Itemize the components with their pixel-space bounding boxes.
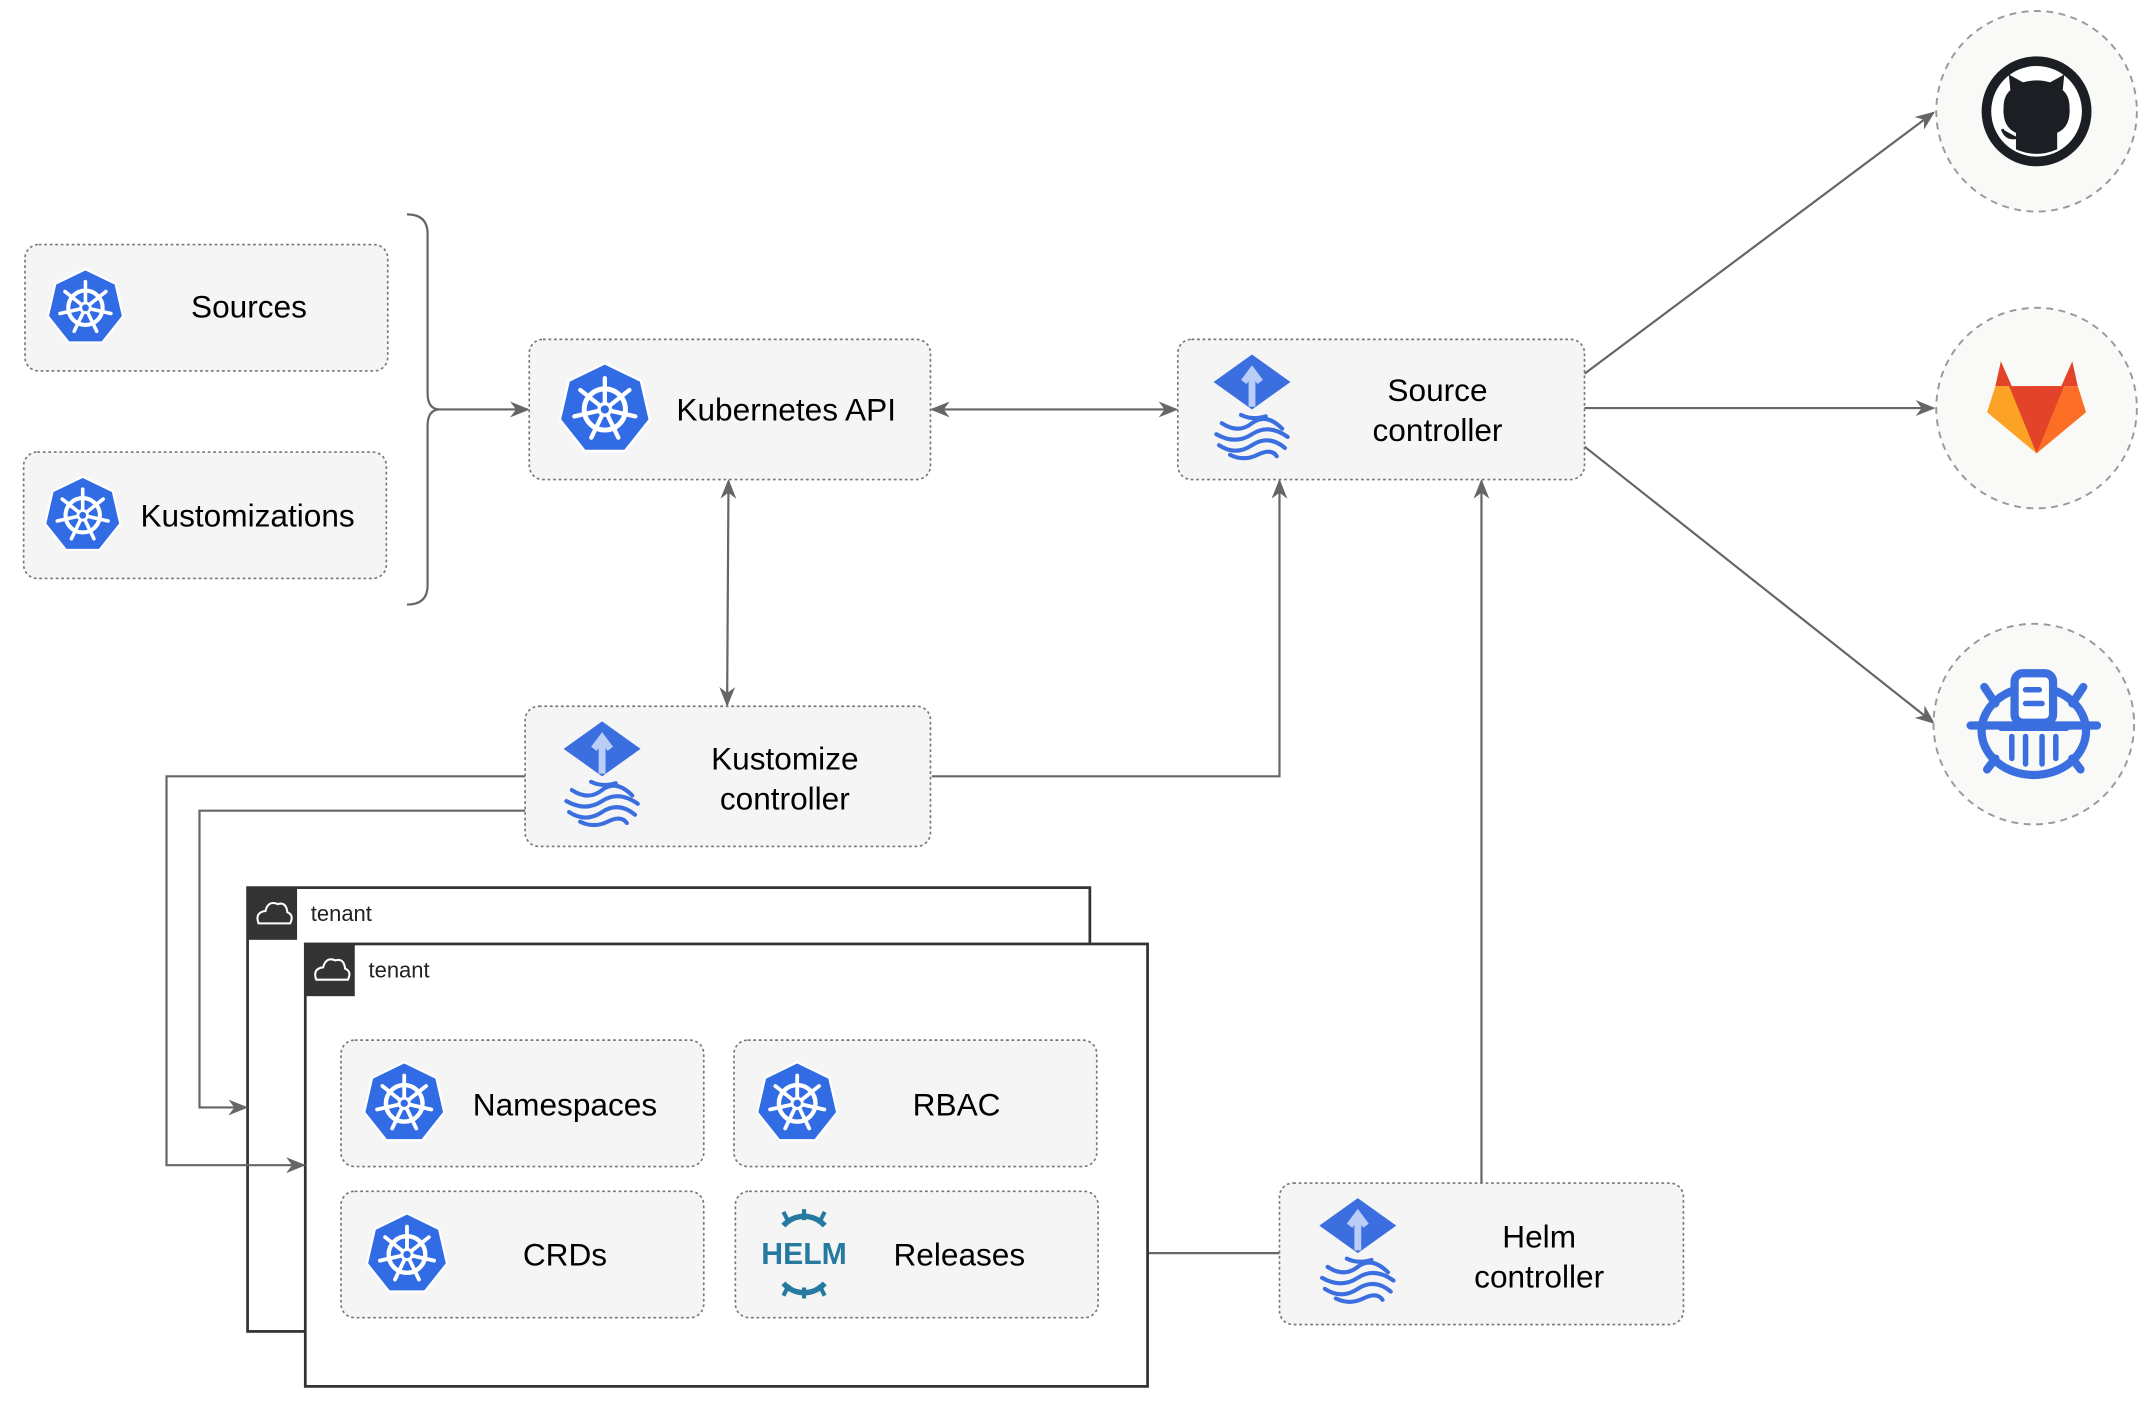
edge-source-to-bucket	[1583, 445, 1936, 724]
bucket-source[interactable]	[1932, 622, 2136, 826]
node-kustomizations[interactable]: Kustomizations	[22, 451, 388, 580]
gitlab-icon	[1987, 361, 2087, 454]
node-label: controller	[720, 780, 850, 816]
bucket-icon	[1966, 669, 2102, 780]
node-label: Helm	[1502, 1219, 1576, 1255]
edge-kustomize-to-tenant-front	[165, 775, 526, 1174]
tenant-label: tenant	[369, 958, 430, 983]
node-label: Source	[1387, 372, 1487, 408]
edges	[406, 111, 1936, 1262]
edge-kustomize-to-source	[931, 478, 1288, 778]
node-label: Kustomize	[711, 740, 858, 776]
node-source-controller[interactable]: Source controller	[1176, 338, 1586, 481]
node-kustomize-controller[interactable]: Kustomize controller	[524, 705, 932, 848]
node-label: Kubernetes API	[676, 391, 896, 427]
node-label: Kustomizations	[140, 497, 354, 533]
tenant-label: tenant	[311, 901, 372, 926]
node-label: controller	[1373, 412, 1503, 448]
github-icon	[1981, 56, 2092, 167]
node-label: RBAC	[913, 1087, 1001, 1123]
node-label: Sources	[191, 288, 307, 324]
node-label: Namespaces	[473, 1087, 657, 1123]
node-label: CRDs	[523, 1236, 607, 1272]
edge-source-to-github	[1583, 111, 1936, 375]
edge-kustomize-to-tenant-back	[198, 809, 526, 1116]
helm-icon: HELM	[761, 1209, 847, 1299]
brace	[406, 213, 441, 606]
node-sources[interactable]: Sources	[24, 243, 389, 372]
node-helm-controller[interactable]: Helm controller	[1278, 1182, 1685, 1326]
svg-text:HELM: HELM	[761, 1238, 847, 1271]
node-label: Releases	[893, 1236, 1025, 1272]
gitlab-source[interactable]	[1935, 306, 2138, 510]
github-source[interactable]	[1935, 10, 2138, 213]
node-rbac[interactable]: RBAC	[733, 1039, 1098, 1168]
node-crds[interactable]: CRDs	[340, 1190, 705, 1319]
node-kubernetes-api[interactable]: Kubernetes API	[528, 338, 932, 481]
edge-api-kustomize-controller	[719, 478, 737, 707]
cloud-icon	[256, 901, 293, 925]
cloud-icon	[314, 958, 351, 981]
node-releases[interactable]: HELM Releases	[734, 1190, 1099, 1319]
node-namespaces[interactable]: Namespaces	[340, 1039, 705, 1168]
node-label: controller	[1474, 1258, 1604, 1294]
